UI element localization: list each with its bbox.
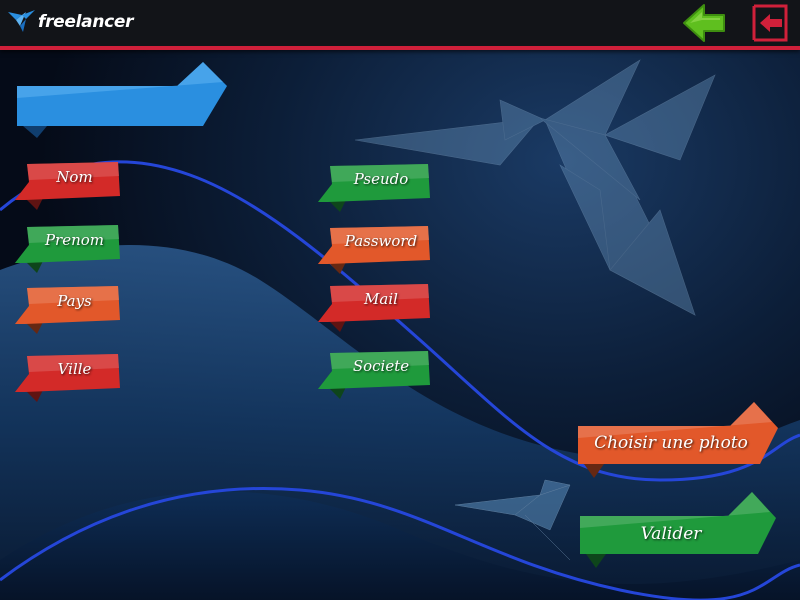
red-logout-icon <box>752 4 788 42</box>
field-mail-label: Mail <box>364 290 398 308</box>
field-pseudo-button[interactable]: Pseudo <box>318 162 430 218</box>
back-button[interactable] <box>682 3 728 43</box>
field-prenom-button[interactable]: Prenom <box>15 223 120 279</box>
ribbon-shape <box>15 225 120 273</box>
submit-label: Valider <box>640 524 702 544</box>
ribbon-shape <box>15 162 120 210</box>
green-left-arrow-icon <box>683 4 725 42</box>
origami-bird-small <box>454 479 571 561</box>
submit-button[interactable]: Valider <box>580 492 776 572</box>
ribbon-shape <box>318 284 430 332</box>
title-ribbon <box>17 62 227 142</box>
field-ville-label: Ville <box>57 360 92 378</box>
field-ville-button[interactable]: Ville <box>15 352 120 408</box>
field-pays-button[interactable]: Pays <box>15 284 120 340</box>
field-mail-button[interactable]: Mail <box>318 282 430 338</box>
top-bar: freelancer <box>0 0 800 50</box>
ribbon-shape <box>580 492 776 568</box>
choose-photo-button[interactable]: Choisir une photo <box>578 402 778 482</box>
field-password-label: Password <box>344 232 418 250</box>
field-password-button[interactable]: Password <box>318 224 430 280</box>
field-prenom-label: Prenom <box>44 231 105 249</box>
ribbon-shape <box>578 402 778 478</box>
field-societe-label: Societe <box>352 357 410 375</box>
choose-photo-label: Choisir une photo <box>594 433 748 453</box>
freelancer-bird-icon <box>8 10 35 32</box>
ribbon-shape <box>15 354 120 402</box>
logo-text: freelancer <box>38 12 134 32</box>
field-societe-button[interactable]: Societe <box>318 349 430 405</box>
ribbon-shape <box>318 164 430 212</box>
field-pseudo-label: Pseudo <box>353 170 409 188</box>
ribbon-shape <box>318 226 430 274</box>
origami-bird-large <box>354 59 716 316</box>
field-pays-label: Pays <box>57 292 92 310</box>
logout-button[interactable] <box>750 2 792 44</box>
field-nom-button[interactable]: Nom <box>15 160 120 216</box>
ribbon-shape <box>15 286 120 334</box>
field-nom-label: Nom <box>56 168 93 186</box>
ribbon-shape <box>318 351 430 399</box>
freelancer-logo: freelancer <box>8 9 134 35</box>
